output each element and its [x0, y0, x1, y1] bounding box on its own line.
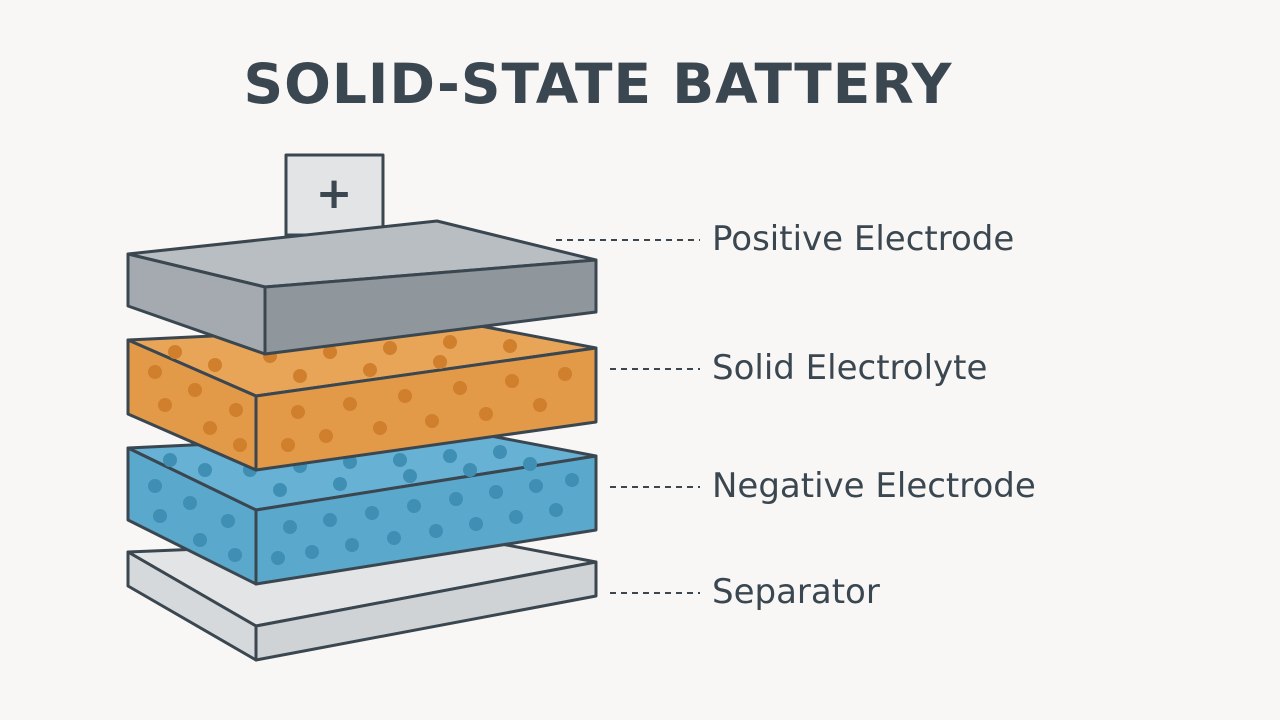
leader-lines [556, 239, 700, 594]
label-positive-electrode: Positive Electrode [712, 219, 1015, 259]
plus-symbol: + [316, 168, 353, 219]
positive-electrode-layer [126, 219, 598, 356]
diagram-title: SOLID-STATE BATTERY [243, 52, 953, 116]
label-separator: Separator [712, 572, 880, 612]
label-solid-electrolyte: Solid Electrolyte [712, 348, 988, 388]
label-negative-electrode: Negative Electrode [712, 466, 1036, 506]
negative-electrode-dots [148, 445, 579, 565]
positive-terminal: + [284, 153, 385, 237]
solid-electrolyte-dots [148, 335, 572, 452]
